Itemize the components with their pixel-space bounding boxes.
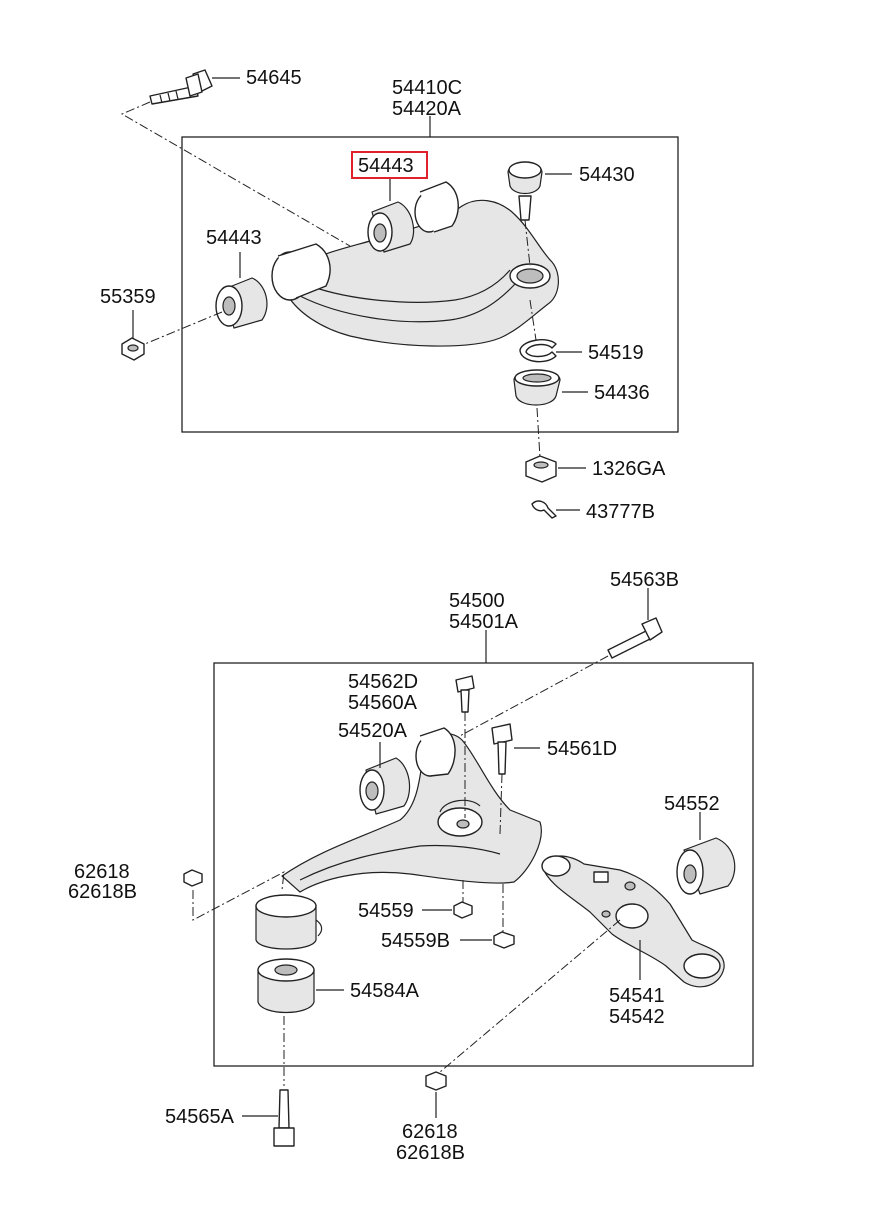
upper-control-arm-icon [271,181,559,347]
label-54436: 54436 [594,382,650,404]
bushing-54443-left-icon [215,277,268,329]
label-43777B: 43777B [586,501,655,523]
nut-55359-icon [121,337,145,361]
label-54563B: 54563B [610,569,679,591]
label-54542: 54542 [609,1006,665,1028]
label-54561D: 54561D [547,738,617,760]
label-54501A: 54501A [449,611,519,633]
bushing-54552-icon [676,837,736,895]
label-54565A: 54565A [165,1106,235,1128]
label-62618-bottom: 62618 [402,1121,458,1143]
nut-62618-bottom-icon [425,1071,447,1091]
bolt-54563B-icon [607,617,663,659]
lower-control-arm-icon [281,727,542,893]
label-54645: 54645 [246,67,302,89]
bolt-54565A-icon [273,1089,295,1147]
label-54500: 54500 [449,590,505,612]
highlight-box [351,151,428,179]
bushing-54584A-icon [257,958,315,1013]
label-55359: 55359 [100,286,156,308]
label-54519: 54519 [588,342,644,364]
bushing-54443-upper-icon [367,201,415,253]
castle-nut-1326GA-icon [525,455,557,483]
bushing-54520A-icon [359,757,411,815]
label-1326GA: 1326GA [592,458,666,480]
label-54430: 54430 [579,164,635,186]
snap-ring-54519-icon [519,339,557,363]
dust-cover-54436-icon [513,369,561,406]
bushing-upper-large-icon [255,894,323,950]
label-62618-left: 62618 [74,861,130,883]
label-54443: 54443 [206,227,262,249]
label-62618B-left: 62618B [68,881,137,903]
label-54410C: 54410C [392,77,462,99]
cotter-pin-43777B-icon [531,500,557,519]
label-54562D: 54562D [348,671,418,693]
lower-arm-frame [213,662,754,1067]
nut-62618-left-icon [183,869,203,887]
bolt-54561D-icon [491,723,513,775]
bracket-54541-icon [541,855,725,988]
ball-joint-54430-icon [507,161,543,221]
label-54559B: 54559B [381,930,450,952]
label-54420A: 54420A [392,98,462,120]
nut-54559-icon [453,901,473,919]
bolt-54562D-icon [455,675,475,713]
label-54559: 54559 [358,900,414,922]
label-54584A: 54584A [350,980,420,1002]
label-62618B-bottom: 62618B [396,1142,465,1164]
label-54443-highlighted: 54443 [358,155,414,177]
label-54552: 54552 [664,793,720,815]
label-54560A: 54560A [348,692,418,714]
bolt-54645-icon [149,69,213,105]
label-54520A: 54520A [338,720,408,742]
label-54541: 54541 [609,985,665,1007]
nut-54559B-icon [493,931,515,949]
